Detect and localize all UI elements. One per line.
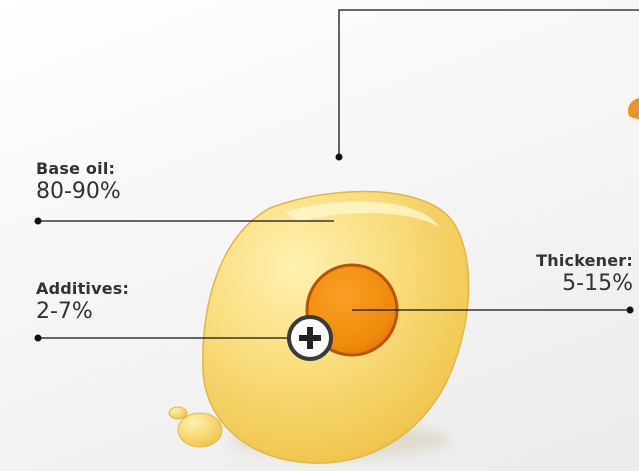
thickener-value: 5-15%	[562, 271, 633, 296]
grease-droplet-small	[168, 406, 188, 420]
thickener-title: Thickener:	[536, 251, 633, 270]
base-oil-title: Base oil:	[36, 159, 116, 178]
plus-circle-icon	[287, 315, 333, 361]
edge-orange-circle	[628, 98, 639, 119]
thickener-leader-dot	[626, 306, 634, 314]
base-oil-leader-dot	[34, 217, 42, 225]
grease-droplet-large	[177, 412, 223, 448]
base-oil-label: Base oil: 80-90%	[36, 159, 121, 204]
top-leader-dot	[335, 153, 343, 161]
additives-value: 2-7%	[36, 299, 93, 324]
top-leader-line	[338, 9, 639, 157]
additives-title: Additives:	[36, 279, 130, 298]
additives-label: Additives: 2-7%	[36, 279, 129, 324]
thickener-label: Thickener: 5-15%	[536, 251, 633, 296]
grease-highlight	[285, 201, 440, 228]
base-oil-value: 80-90%	[36, 179, 121, 204]
additives-leader-dot	[34, 334, 42, 342]
